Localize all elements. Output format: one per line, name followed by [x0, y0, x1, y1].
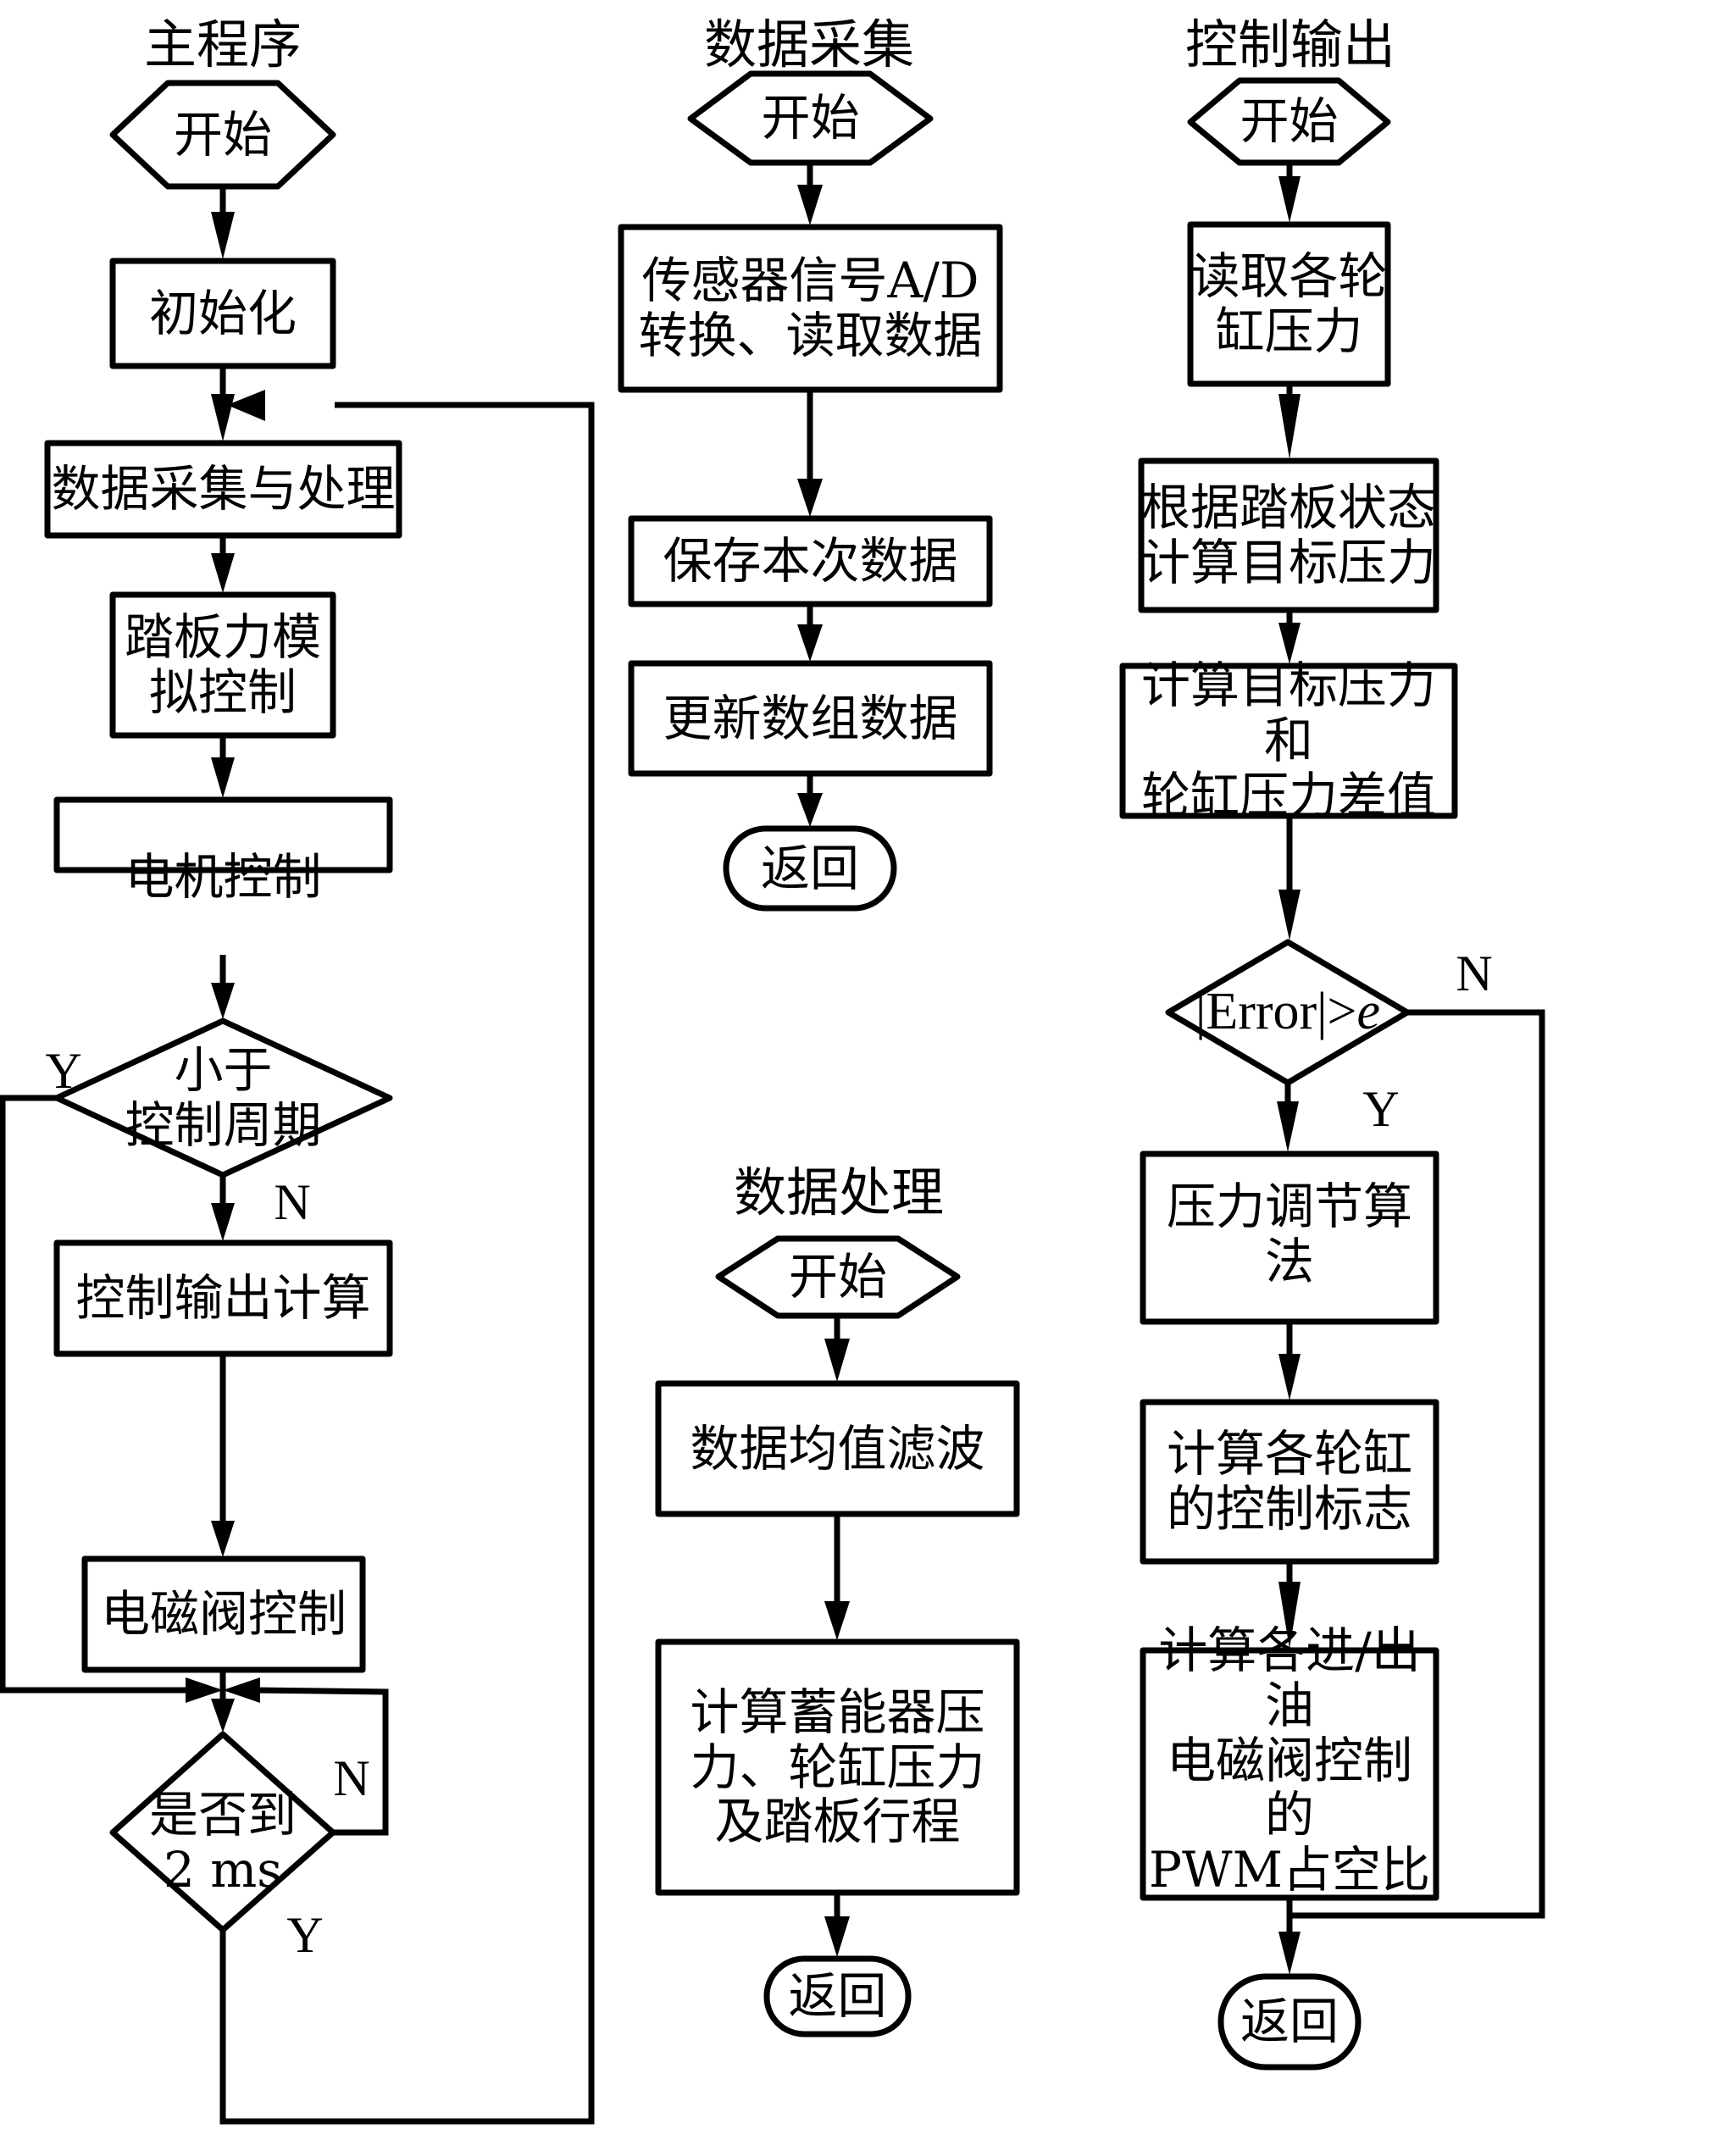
main-pedal-box — [109, 591, 336, 739]
acq-save-label: 保存本次数据 — [663, 532, 958, 590]
main-loop-return-line — [219, 402, 595, 2125]
ctrl-title: 控制输出 — [1184, 13, 1395, 75]
main-outcalc-box — [53, 1239, 393, 1357]
acq-start-label: 开始 — [761, 89, 860, 147]
main-arrow-wait — [211, 1699, 235, 1733]
main-wait-label: 是否到 2 ms — [148, 1786, 297, 1899]
ctrl-target-label: 根据踏板状态 计算目标压力 — [1141, 479, 1437, 591]
main-period-label: 小于 控制周期 — [125, 1041, 322, 1154]
main-arrow-outcalc — [211, 1203, 235, 1241]
acq-return-label: 返回 — [760, 839, 859, 897]
ctrl-diff-label: 计算目标压力和 轮缸压力差值 — [1140, 657, 1436, 824]
main-init-label: 初始化 — [148, 284, 297, 342]
ctrl-arrow-read — [1278, 176, 1301, 223]
main-title: 主程序 — [143, 13, 302, 75]
ctrl-read-box — [1187, 221, 1391, 387]
main-arrow-period — [211, 983, 235, 1019]
proc-return-label: 返回 — [788, 1967, 887, 2026]
main-wait-decision — [109, 1731, 336, 1933]
main-arrow-loop-return — [227, 390, 265, 421]
ctrl-arrow-diff — [1278, 623, 1301, 664]
main-arrow-acq — [211, 394, 235, 441]
main-acq-label: 数据采集与处理 — [51, 460, 396, 518]
ctrl-algo-label: 压力调节算法 — [1166, 1178, 1412, 1290]
acq-update-label: 更新数组数据 — [663, 689, 958, 747]
ctrl-arrow-pwm — [1278, 1582, 1301, 1649]
main-wait-no-label: N — [333, 1750, 370, 1807]
ctrl-check-yes-label: Y — [1362, 1081, 1400, 1138]
proc-arrow-calc — [824, 1601, 850, 1640]
acq-ad-box — [618, 224, 1003, 393]
main-arrow-motor — [211, 757, 235, 798]
ctrl-start-hexagon — [1187, 77, 1391, 166]
main-arrow-init — [211, 212, 235, 259]
ctrl-target-box — [1138, 457, 1439, 613]
ctrl-arrow-ret — [1278, 1932, 1301, 1975]
acq-arrow-ad — [797, 185, 823, 225]
main-valve-label: 电磁阀控制 — [100, 1585, 347, 1644]
main-arrow-valve — [211, 1521, 235, 1557]
ctrl-check-no-line — [1290, 1009, 1545, 1919]
main-init-box — [109, 258, 336, 369]
main-arrow-wait-no — [223, 1677, 260, 1703]
ctrl-check-label: |Error|>e — [1186, 974, 1389, 1051]
ctrl-return-terminator — [1217, 1973, 1362, 2071]
main-arrow-pedal — [211, 553, 235, 593]
proc-calc-label: 计算蓄能器压 力、轮缸压力 及踏板行程 — [690, 1683, 985, 1851]
ctrl-check-label-prefix: |Error|> — [1195, 983, 1357, 1041]
main-outcalc-label: 控制输出计算 — [75, 1269, 371, 1328]
acq-ad-label: 传感器信号A/D 转换、读取数据 — [638, 252, 983, 364]
acq-start-hexagon — [687, 70, 934, 166]
proc-filter-label: 数据均值滤波 — [690, 1419, 985, 1478]
acq-arrow-ret — [797, 793, 823, 827]
proc-return-terminator — [763, 1955, 912, 2038]
main-wait-no-line — [253, 1687, 389, 1836]
proc-calc-box — [655, 1638, 1020, 1896]
acq-arrow-update — [797, 624, 823, 662]
main-valve-box — [81, 1555, 366, 1673]
main-start-label: 开始 — [173, 105, 272, 164]
proc-arrow-ret — [824, 1916, 850, 1957]
acq-return-terminator — [723, 825, 897, 912]
main-period-no-label: N — [274, 1174, 311, 1231]
main-motor-label: 电机控制 — [125, 848, 322, 906]
proc-start-hexagon — [715, 1235, 961, 1319]
proc-title: 数据处理 — [733, 1161, 944, 1223]
acq-save-box — [628, 515, 993, 607]
main-wait-yes-label: Y — [286, 1907, 324, 1964]
main-period-yes-label: Y — [45, 1043, 82, 1100]
ctrl-arrow-algo — [1277, 1101, 1299, 1152]
ctrl-flags-box — [1140, 1399, 1439, 1565]
main-period-yes-line — [0, 1095, 191, 1694]
ctrl-algo-box — [1140, 1150, 1439, 1325]
ctrl-read-label: 读取各轮 缸压力 — [1190, 247, 1388, 360]
main-arrow-period-yes — [186, 1677, 223, 1703]
ctrl-check-no-label: N — [1456, 945, 1493, 1002]
acq-arrow-save — [797, 479, 823, 517]
proc-filter-box — [655, 1380, 1020, 1517]
main-acq-box — [44, 440, 402, 539]
main-pedal-label: 踏板力模 拟控制 — [124, 608, 321, 721]
ctrl-pwm-label: 计算各进/出油 电磁阀控制的 PWM占空比 — [1148, 1621, 1431, 1899]
ctrl-arrow-target — [1278, 394, 1301, 459]
main-motor-box — [53, 796, 393, 873]
proc-arrow-filter — [824, 1339, 850, 1382]
acq-update-box — [628, 660, 993, 777]
ctrl-flags-label: 计算各轮缸 的控制标志 — [1166, 1425, 1412, 1538]
proc-start-label: 开始 — [788, 1248, 887, 1306]
acq-title: 数据采集 — [703, 13, 914, 75]
ctrl-arrow-flags — [1278, 1354, 1301, 1400]
ctrl-start-label: 开始 — [1240, 92, 1339, 151]
ctrl-return-label: 返回 — [1240, 1993, 1339, 2051]
main-start-hexagon — [109, 80, 336, 190]
ctrl-arrow-check — [1278, 890, 1301, 940]
ctrl-check-label-var: e — [1356, 983, 1381, 1041]
